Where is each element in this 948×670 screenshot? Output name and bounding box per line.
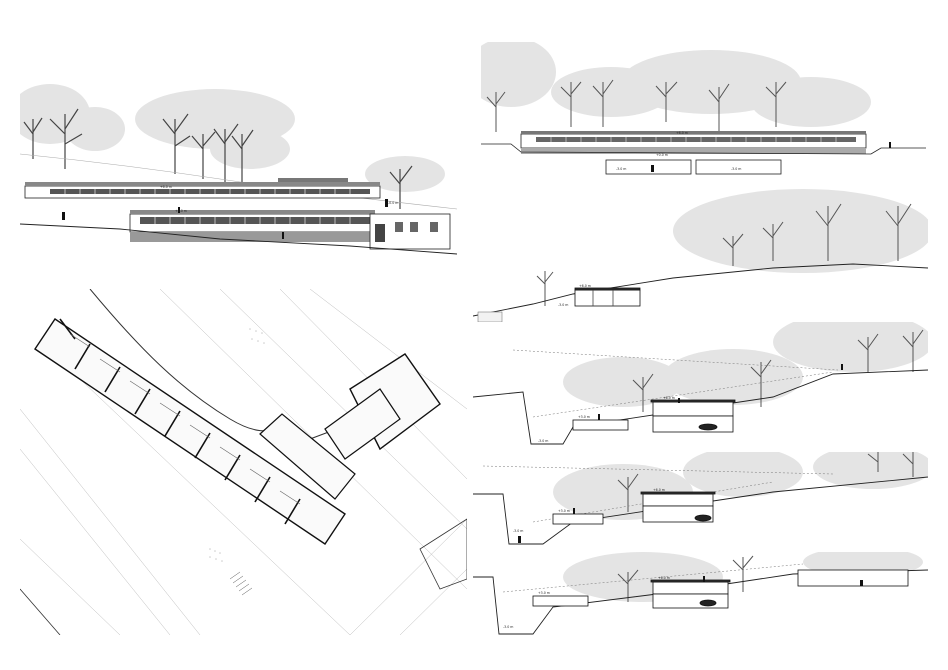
tree-trunks [632,329,924,412]
front-elevation-drawing: +6.0 m +3.0 m -0.0 m [20,84,457,255]
terrain-line [473,569,928,635]
building-wing-angled [259,353,441,500]
front-elevation-panel: +6.0 m +3.0 m -0.0 m [20,74,457,260]
ground-line [20,223,457,255]
level-label: -3.0 m [538,439,548,443]
human-figures [598,364,843,420]
section-building [574,287,641,307]
human-figures [651,142,891,172]
tree-trunks [617,452,914,512]
terrain-line [473,476,928,545]
tree-wash-group [20,84,445,192]
tree-wash-group [563,322,928,407]
level-label: +6.0 m [653,488,665,492]
level-label: -3.0 m [616,167,626,171]
building-wing-diagonal [34,318,346,545]
level-label: +0.0 m [656,153,668,157]
level-label: -3.0 m [731,167,741,171]
level-label: +6.0 m [658,576,670,580]
level-label: +3.0 m [538,591,550,595]
section-3-panel: +6.0 m +3.0 m -3.0 m [473,452,928,552]
section-4-drawing: +6.0 m +3.0 m -3.0 m [473,552,928,635]
level-label: +6.0 m [676,131,688,135]
long-elevation-drawing: +6.0 m +0.0 m -3.0 m -3.0 m [481,42,926,175]
section-4-panel: +6.0 m +3.0 m -3.0 m [473,552,928,640]
level-label: -0.0 m [388,201,398,205]
neighbour-house [369,213,451,250]
human-figures [62,199,388,239]
building-long-elevation [520,131,867,175]
level-label: +3.0 m [175,209,187,213]
level-label: +6.0 m [160,185,172,189]
section-building [572,399,736,433]
tree-wash-group [481,42,871,127]
tree-trunks [23,108,413,209]
sightline [532,371,834,418]
level-label: -3.0 m [558,303,568,307]
tree-trunks [486,79,787,132]
planting-texture [209,328,265,562]
context-building [419,518,467,590]
ground-line [481,143,926,155]
site-plan-drawing [20,289,467,635]
long-elevation-panel: +6.0 m +0.0 m -3.0 m -3.0 m [481,42,926,182]
section-building [552,491,716,525]
tree-trunks [536,203,912,306]
human-figures [703,576,863,586]
level-label: -3.0 m [503,625,513,629]
building-upper-floor [24,182,381,199]
tree-wash-group [553,452,928,520]
retaining-block [477,311,503,322]
context-building [20,588,61,635]
level-label: +3.0 m [558,509,570,513]
roof-terrace [278,178,348,182]
section-1-panel: +6.0 m -3.0 m [473,186,928,322]
terrain-line [20,153,457,210]
level-label: +6.0 m [579,284,591,288]
level-label: +6.0 m [663,396,675,400]
site-context-lines [20,289,467,635]
terrain-line [473,263,928,317]
level-label: +3.0 m [578,415,590,419]
tree-wash-group [673,189,928,273]
tree-trunks [617,555,754,602]
stair-hatch [229,571,253,596]
section-1-drawing: +6.0 m -3.0 m [473,189,928,322]
section-building [532,569,909,609]
site-plan-panel [20,289,467,635]
level-label: -3.0 m [513,529,523,533]
section-3-drawing: +6.0 m +3.0 m -3.0 m [473,452,928,545]
building-lower-floor [129,210,376,242]
section-2-drawing: +6.0 m +3.0 m -3.0 m [473,322,928,445]
section-2-panel: +6.0 m +3.0 m -3.0 m [473,322,928,452]
contour-line [89,289,351,440]
human-figures [518,508,575,543]
